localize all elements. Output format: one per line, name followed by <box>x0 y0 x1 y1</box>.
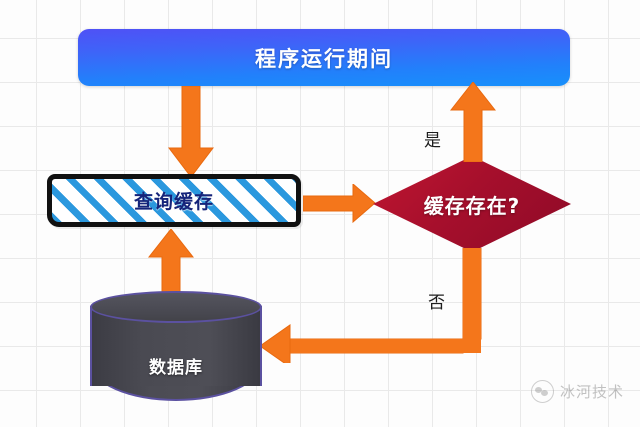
node-cache-exists-decision: 缓存存在? <box>373 156 571 252</box>
banner-label: 程序运行期间 <box>255 46 393 71</box>
wechat-icon <box>530 380 554 403</box>
node-query-cache: 查询缓存 <box>47 174 301 227</box>
banner-program-runtime: 程序运行期间 <box>78 29 570 86</box>
arrow-banner-to-cache <box>168 86 214 178</box>
arrow-decision-no-to-database <box>250 248 500 363</box>
database-top-ellipse <box>90 291 262 323</box>
arrow-decision-yes-to-banner <box>450 82 496 162</box>
branch-label-no: 否 <box>428 293 445 313</box>
watermark-text: 冰河技术 <box>559 383 624 401</box>
node-cache-exists-label: 缓存存在? <box>423 193 521 218</box>
arrow-cache-to-decision <box>303 184 376 223</box>
node-query-cache-label: 查询缓存 <box>133 191 214 213</box>
node-database-label: 数据库 <box>149 358 203 378</box>
arrow-database-to-cache <box>148 229 194 301</box>
watermark: 冰河技术 <box>530 380 624 403</box>
branch-label-yes: 是 <box>424 131 441 151</box>
node-database: 数据库 <box>90 291 262 401</box>
